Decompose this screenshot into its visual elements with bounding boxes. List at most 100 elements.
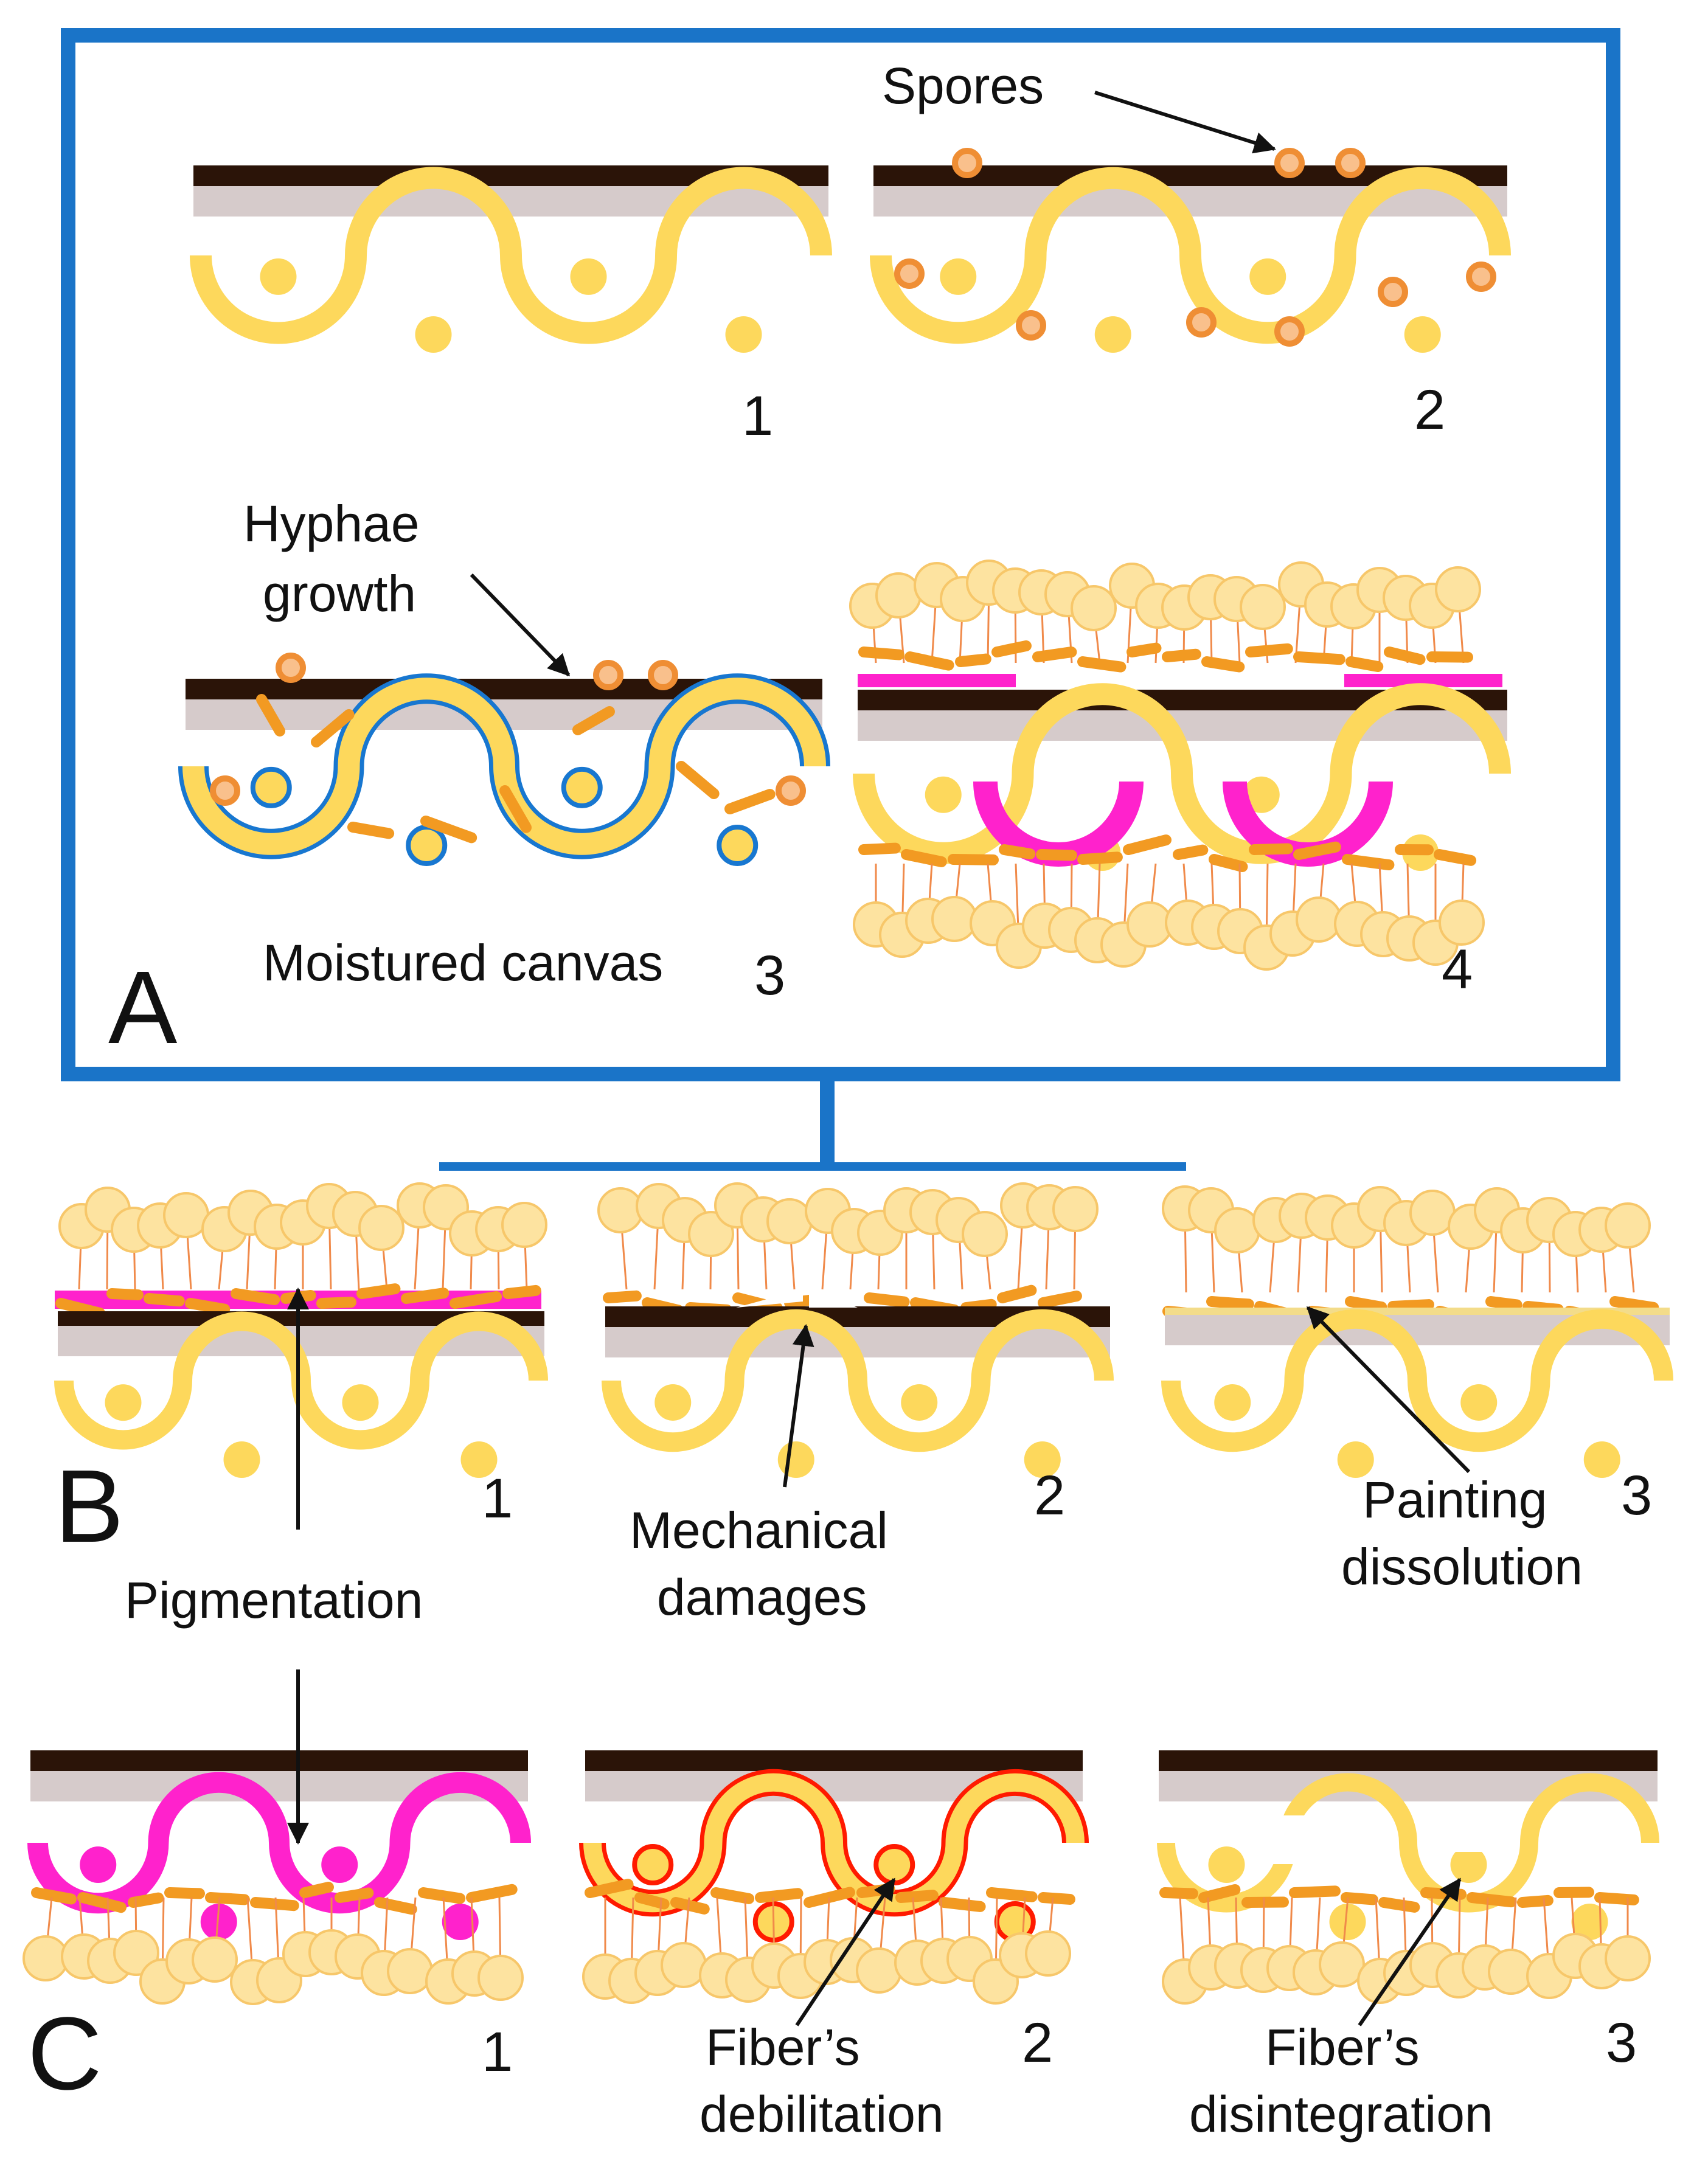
panel-a-letter: A: [108, 950, 178, 1066]
hypha: [356, 1283, 401, 1299]
fiber-dot: [1571, 1904, 1608, 1940]
fiber-dot: [1214, 1384, 1251, 1421]
paint-layer: [585, 1750, 1083, 1771]
hypha: [603, 1290, 642, 1303]
pigment-patch: [858, 674, 1016, 687]
fiber-dot: [1249, 258, 1286, 295]
conidium: [113, 1930, 159, 1976]
hypha: [991, 640, 1032, 657]
hypha: [128, 1892, 164, 1908]
fibers-debilitation-line2: debilitation: [700, 2085, 944, 2143]
fiber-dot: [1450, 1846, 1487, 1884]
hypha: [1289, 1885, 1341, 1898]
panel-connector: [439, 1074, 1186, 1171]
fiber-dot: [1329, 1904, 1366, 1940]
hypha: [185, 1298, 231, 1315]
hypha: [1384, 646, 1426, 665]
spore: [1274, 148, 1305, 178]
hypha: [374, 1897, 417, 1915]
spore: [776, 775, 806, 806]
hypha: [466, 1884, 518, 1903]
hypha: [106, 1288, 144, 1301]
paint-crack: [809, 1289, 858, 1308]
hypha: [1293, 841, 1341, 860]
fiber-thread: [27, 1772, 531, 1914]
fiber-dot: [1460, 1384, 1498, 1421]
hypha: [901, 849, 947, 867]
hypha: [1159, 1887, 1198, 1899]
hypha: [347, 822, 395, 839]
conidium: [1296, 896, 1342, 943]
panel-c-stage3-number: 3: [1606, 2012, 1637, 2074]
panel-a-stage2-cross-section: [870, 148, 1511, 353]
conidium: [1319, 1941, 1365, 1988]
hypha: [710, 1887, 755, 1904]
hypha: [1293, 651, 1345, 665]
panel-a-stage1-number: 1: [742, 385, 773, 447]
hypha: [256, 694, 285, 737]
hyphae-arrow: [470, 573, 571, 677]
fiber-dot: [1094, 316, 1131, 353]
conidium: [1488, 1949, 1534, 1995]
mechanical-damages-line2: damages: [657, 1569, 867, 1626]
fiber-dot: [1337, 1441, 1374, 1478]
hypha: [634, 1892, 670, 1910]
fibers-debilitation-arrow: [795, 1877, 896, 2026]
fiber-thread: [1161, 1309, 1673, 1452]
spore: [1274, 316, 1305, 347]
pigmentation-label: Pigmentation: [125, 1572, 423, 1629]
fiber-thread: [54, 1311, 548, 1450]
fiber-thread: [182, 678, 826, 855]
hypha: [335, 1887, 374, 1903]
moistured-canvas-label: Moistured canvas: [263, 934, 663, 991]
hypha: [401, 1288, 450, 1304]
fiber-dot: [1243, 776, 1280, 813]
hypha: [948, 854, 999, 865]
hypha: [864, 1292, 910, 1308]
hypha: [858, 646, 904, 660]
hypha: [1198, 1884, 1241, 1903]
hypha: [1341, 1892, 1378, 1905]
hypha: [1554, 1887, 1594, 1898]
hypha: [755, 1888, 804, 1903]
panel-a-stage3-number: 3: [754, 945, 785, 1007]
fiber-dot: [777, 1441, 814, 1478]
fiber-dot: [873, 1844, 915, 1886]
fibers-disintegration-arrow: [1358, 1877, 1462, 2026]
conidium: [1052, 1186, 1099, 1232]
hypha: [1345, 1296, 1387, 1312]
hypha: [1206, 1296, 1254, 1310]
fiber-dot: [632, 1844, 674, 1886]
hypha: [1378, 1897, 1420, 1913]
painting-dissolution-line2: dissolution: [1341, 1538, 1583, 1595]
hypha: [1036, 849, 1077, 861]
spores-arrow: [1094, 91, 1276, 154]
panel-c-stage2-cross-section: [579, 1750, 1089, 2005]
fibers-disintegration-line1: Fiber’s: [1265, 2019, 1420, 2076]
conidium: [931, 896, 977, 942]
hypha: [1420, 1887, 1467, 1900]
panel-b-stage3-number: 3: [1621, 1465, 1652, 1527]
fiber-dot: [1583, 1441, 1620, 1478]
conidium: [875, 572, 922, 619]
hypha: [418, 1887, 466, 1904]
hypha: [1038, 1291, 1082, 1308]
fiber-dot: [725, 316, 762, 353]
panel-c-stage2-number: 2: [1022, 2012, 1053, 2074]
panel-a-stage4-cross-section: [849, 560, 1511, 971]
pigment-patch: [1344, 674, 1502, 687]
fiber-dot: [200, 1904, 237, 1940]
spore: [1335, 148, 1366, 178]
hypha: [31, 1887, 77, 1905]
fiber-dot: [940, 258, 977, 295]
panel-b-letter: B: [55, 1449, 123, 1564]
conidium: [192, 1936, 238, 1983]
hypha: [804, 1887, 855, 1908]
hypha: [250, 1897, 299, 1912]
fiber-dot: [561, 766, 603, 808]
fiber-thread: [583, 1773, 1085, 1913]
hypha: [904, 651, 954, 671]
hypha: [1249, 843, 1293, 855]
panel-b-stage2-number: 2: [1034, 1465, 1065, 1527]
hypha: [502, 1284, 541, 1299]
